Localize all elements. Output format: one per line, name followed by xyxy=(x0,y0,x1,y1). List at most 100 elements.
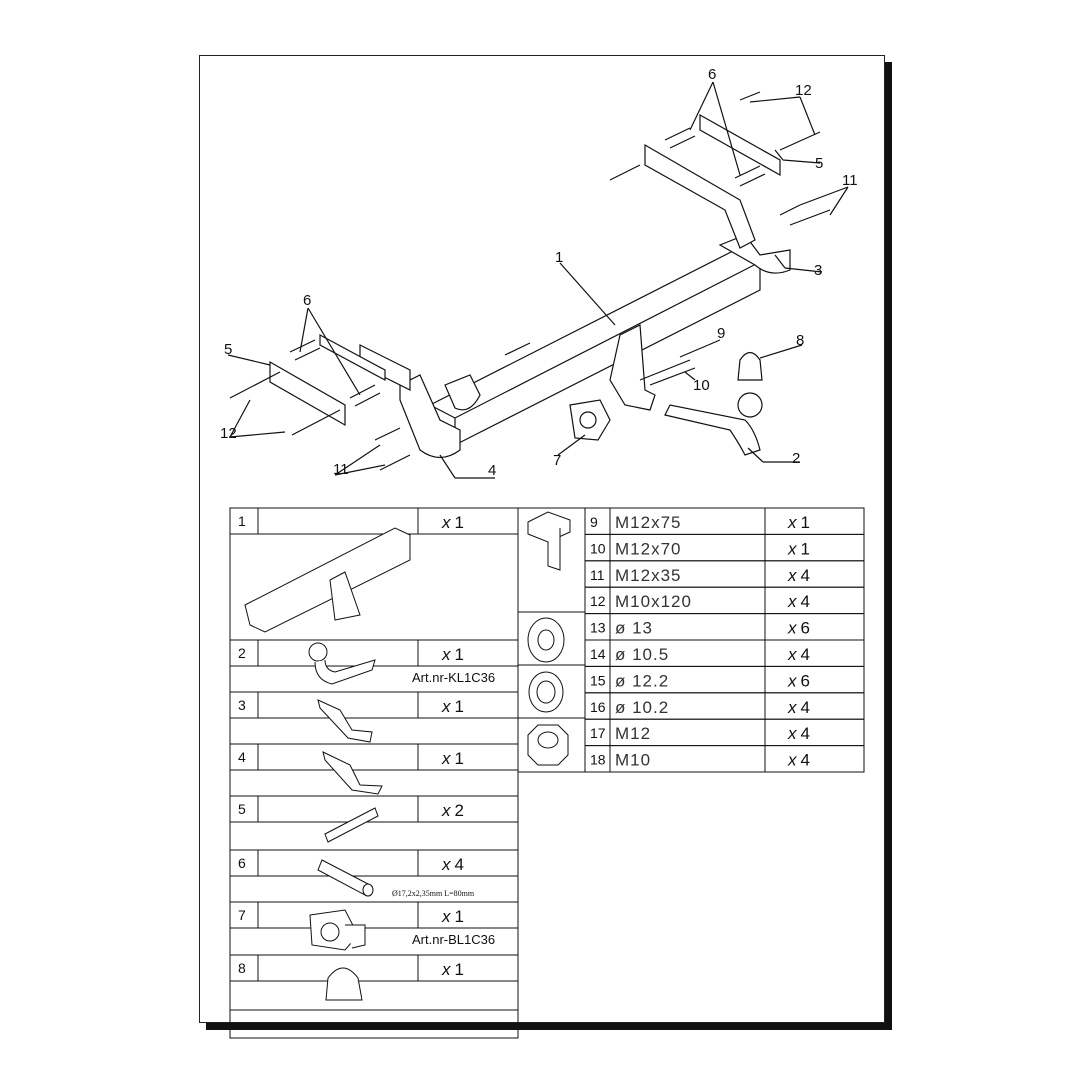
callout-8: 8 xyxy=(796,332,804,349)
quantity-prefix: x xyxy=(787,645,797,664)
quantity-value: 4 xyxy=(455,855,464,874)
quantity-value: 4 xyxy=(801,751,810,770)
quantity-value: 1 xyxy=(455,960,464,979)
callout-12-right: 12 xyxy=(795,82,812,99)
part-number-cell xyxy=(229,639,259,667)
part-spec: ø 10.2 xyxy=(615,698,669,717)
quantity-cell xyxy=(417,507,519,535)
quantity-prefix: x xyxy=(441,855,451,874)
part-number: 2 xyxy=(238,645,246,661)
part-spec: M10x120 xyxy=(615,592,692,611)
part-number: 9 xyxy=(590,514,598,530)
bolt-icon xyxy=(527,511,571,571)
part-number: 17 xyxy=(590,725,606,741)
part-number: 7 xyxy=(238,907,246,923)
quantity-cell xyxy=(417,901,519,929)
part-number: 5 xyxy=(238,801,246,817)
quantity-value: 1 xyxy=(455,907,464,926)
callout-6-left: 6 xyxy=(303,292,311,309)
quantity-prefix: x xyxy=(787,619,797,638)
quantity-value: 4 xyxy=(801,698,810,717)
quantity-cell xyxy=(417,639,519,667)
part-number-cell xyxy=(229,901,259,929)
quantity-prefix: x xyxy=(787,671,797,690)
callout-1: 1 xyxy=(555,249,563,266)
part-spec: M10 xyxy=(615,751,651,770)
part-spec: M12x70 xyxy=(615,539,681,558)
part-number: 3 xyxy=(238,697,246,713)
quantity-prefix: x xyxy=(441,749,451,768)
part-number-cell xyxy=(229,507,259,535)
part-number: 15 xyxy=(590,672,606,688)
callout-10: 10 xyxy=(693,377,710,394)
quantity-prefix: x xyxy=(441,645,451,664)
part-article-number: Art.nr-BL1C36 xyxy=(412,932,495,947)
quantity-value: 4 xyxy=(801,724,810,743)
callout-6-right: 6 xyxy=(708,66,716,83)
part-number: 6 xyxy=(238,855,246,871)
part-number: 18 xyxy=(590,752,606,768)
quantity-value: 1 xyxy=(801,539,810,558)
bracket-3-icon xyxy=(317,699,373,743)
quantity-prefix: x xyxy=(441,513,451,532)
part-spec: M12x75 xyxy=(615,513,681,532)
quantity-prefix: x xyxy=(441,960,451,979)
quantity-prefix: x xyxy=(787,513,797,532)
quantity-prefix: x xyxy=(441,801,451,820)
quantity-prefix: x xyxy=(787,539,797,558)
quantity-value: 4 xyxy=(801,645,810,664)
part-number-cell xyxy=(229,743,259,771)
strip-5-icon xyxy=(324,807,379,843)
part-number: 12 xyxy=(590,593,606,609)
part-number: 1 xyxy=(238,513,246,529)
callout-5-left: 5 xyxy=(224,341,232,358)
quantity-cell xyxy=(417,691,519,719)
part-number: 8 xyxy=(238,960,246,976)
quantity-value: 2 xyxy=(455,801,464,820)
quantity-cell xyxy=(417,795,519,823)
part-number: 11 xyxy=(590,567,605,583)
callout-12-left: 12 xyxy=(220,425,237,442)
left-part-icons xyxy=(244,527,411,1001)
quantity-prefix: x xyxy=(441,907,451,926)
callout-7: 7 xyxy=(553,452,561,469)
callout-11-right: 11 xyxy=(842,172,858,189)
quantity-prefix: x xyxy=(787,592,797,611)
quantity-value: 4 xyxy=(801,566,810,585)
tow-ball-neck-icon xyxy=(308,642,376,685)
quantity-cell xyxy=(417,849,519,877)
quantity-prefix: x xyxy=(787,724,797,743)
part-number: 4 xyxy=(238,749,246,765)
callout-3: 3 xyxy=(814,262,822,279)
quantity-prefix: x xyxy=(787,698,797,717)
ball-cap-8-icon xyxy=(325,967,363,1001)
quantity-cell xyxy=(417,954,519,982)
quantity-prefix: x xyxy=(787,566,797,585)
callout-11-left: 11 xyxy=(333,461,349,478)
quantity-value: 1 xyxy=(455,749,464,768)
quantity-value: 1 xyxy=(455,645,464,664)
